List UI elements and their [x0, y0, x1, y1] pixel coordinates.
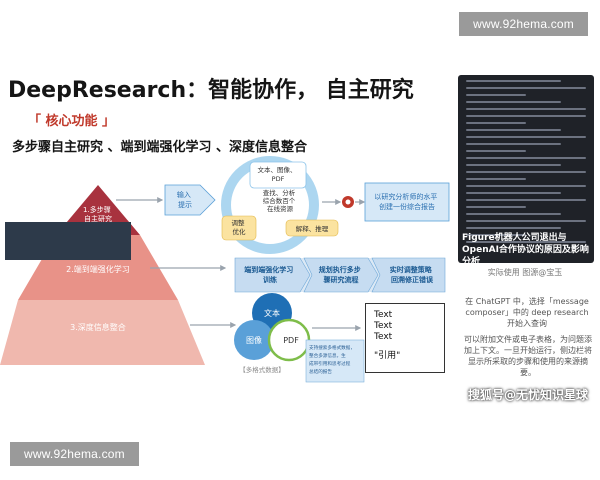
flow2-step-3-label: 实时调整策略 回溯修正错误 — [390, 265, 434, 284]
panel-headline: Figure机器人公司退出与OpenAI合作协议的原因及影响分析 — [462, 233, 589, 267]
pyramid-label-2: 2.端到端强化学习 — [66, 264, 130, 274]
cycle-node-middle-label: 查找、分析 综合数百个 在线资源 — [263, 188, 298, 213]
section-subtitle: 「 核心功能 」 — [28, 114, 116, 129]
output-line-2: Text — [374, 321, 393, 331]
format-note-line-4: 总结的报告 — [309, 368, 332, 375]
output-line-1: Text — [374, 310, 393, 320]
flow2-step-1-line-2: 训练 — [263, 275, 277, 284]
flow2-step-3-line-1: 实时调整策略 — [390, 265, 433, 274]
flow2-step-3 — [371, 257, 446, 293]
report-output-line-1: 以研究分析师的水平 — [374, 192, 437, 201]
format-circle-pdf-label: PDF — [283, 336, 299, 345]
format-circle-image — [234, 320, 274, 360]
gear-icon — [342, 196, 354, 208]
output-line-3: Text — [374, 332, 393, 342]
text-output-box: Text Text Text "引用" — [365, 303, 445, 373]
pyramid-label-1: 1.多步骤 自主研究 — [83, 205, 113, 223]
output-line-quote: "引用" — [374, 351, 401, 361]
cycle-node-top-line-2: PDF — [272, 175, 285, 183]
report-output-box — [364, 182, 450, 222]
pyramid-label-1-line-1: 1.多步骤 — [83, 205, 111, 214]
format-note-line-2: 整合多源信息，生 — [309, 352, 346, 359]
panel-caption: 实际使用 图源@宝玉 — [487, 268, 563, 277]
cycle-node-left-line-2: 优化 — [233, 227, 247, 236]
format-note-line-3: 成带引用和思考过程 — [309, 360, 351, 367]
panel-report-card — [5, 222, 131, 260]
report-output-line-2: 创建一份综合报告 — [379, 202, 435, 211]
format-caption: 【多格式数据】 — [239, 365, 285, 374]
cycle-node-top — [249, 161, 307, 189]
cycle-ring — [221, 156, 319, 254]
watermark-top: www.92hema.com — [459, 12, 588, 36]
chatgpt-screenshot-panel — [458, 75, 594, 263]
cycle-node-middle-line-3: 在线资源 — [267, 204, 294, 213]
cycle-node-middle-line-1: 查找、分析 — [263, 188, 296, 197]
cycle-node-middle-line-2: 综合数百个 — [263, 196, 296, 205]
format-note-line-1: 支持搜索多格式数据， — [309, 344, 355, 351]
flow2-step-3-line-2: 回溯修正错误 — [391, 275, 434, 284]
usage-paragraph-2: 可以附加文件或电子表格，为问题添加上下文。一旦开始运行，侧边栏将显示所采取的步骤… — [464, 335, 592, 377]
report-output-label: 以研究分析师的水平 创建一份综合报告 — [374, 192, 439, 211]
flow2-step-1 — [234, 257, 311, 293]
watermark-bottom: www.92hema.com — [10, 442, 139, 466]
page-title: DeepResearch：智能协作， 自主研究 — [8, 78, 414, 103]
input-prompt-arrow — [164, 184, 216, 216]
cycle-node-left — [221, 215, 257, 241]
flow2-step-2 — [303, 257, 379, 293]
cycle-node-left-label: 调整 优化 — [231, 218, 246, 236]
input-prompt-label: 输入 提示 — [177, 190, 193, 209]
flow2-step-2-line-2: 骤研究流程 — [324, 275, 359, 284]
cycle-node-top-label: 文本、图像、 PDF — [257, 165, 298, 183]
cycle-node-top-line-1: 文本、图像、 — [257, 165, 296, 174]
pyramid-label-3: 3.深度信息整合 — [70, 322, 126, 332]
format-note-label: 支持搜索多格式数据， 整合多源信息，生 成带引用和思考过程 总结的报告 — [309, 344, 356, 375]
input-prompt-line-1: 输入 — [177, 190, 191, 199]
flow2-step-1-line-1: 端到端强化学习 — [244, 265, 293, 274]
flow2-step-2-line-1: 规划执行多步 — [319, 265, 361, 274]
pyramid-label-1-line-2: 自主研究 — [84, 214, 112, 223]
pyramid-level-3 — [0, 300, 205, 365]
format-note-box — [305, 339, 365, 383]
cycle-node-right — [285, 219, 339, 237]
format-circle-text-label: 文本 — [264, 308, 280, 318]
input-prompt-line-2: 提示 — [178, 200, 192, 209]
feature-tagline: 多步骤自主研究 、端到端强化学习 、深度信息整合 — [12, 140, 308, 155]
usage-paragraph-1: 在 ChatGPT 中，选择「message composer」中的 deep … — [465, 297, 589, 328]
format-circle-image-label: 图像 — [246, 335, 262, 345]
flow2-step-2-label: 规划执行多步 骤研究流程 — [319, 265, 363, 284]
source-credit: 搜狐号@无忧知识星球 — [468, 388, 589, 402]
cycle-node-right-label: 解释、推理 — [296, 224, 329, 233]
cycle-node-left-line-1: 调整 — [231, 218, 245, 227]
feature-diagram: 1.多步骤 自主研究 2.端到端强化学习 3.深度信息整合 输入 提示 文本、图… — [0, 156, 450, 383]
flow2-step-1-label: 端到端强化学习 训练 — [244, 265, 295, 284]
